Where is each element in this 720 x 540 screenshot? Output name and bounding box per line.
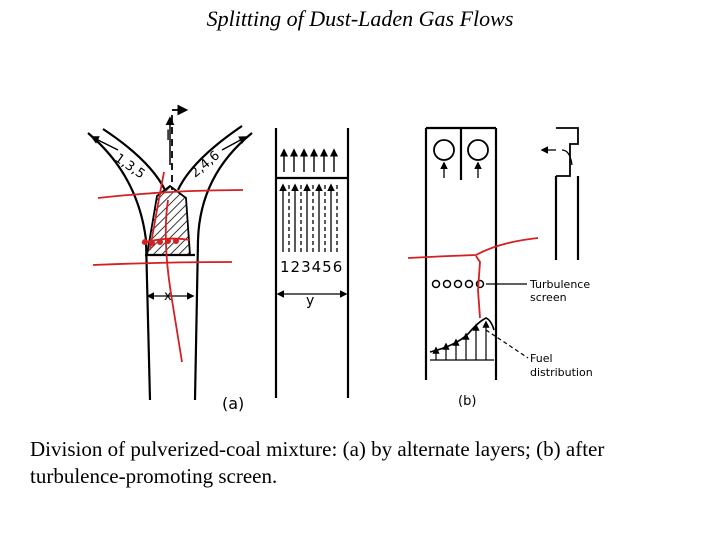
figure-caption: Division of pulverized-coal mixture: (a)… xyxy=(30,437,605,488)
red-annotations-b xyxy=(407,237,539,319)
fuel-label-2: distribution xyxy=(530,366,593,379)
section-label: I xyxy=(166,128,170,144)
figure-a-splitter xyxy=(87,104,253,401)
width-y-label: y xyxy=(306,293,314,309)
branch-left-label: 1,3,5 xyxy=(112,151,148,182)
panel-b-label: (b) xyxy=(458,394,476,409)
panel-a-label: (a) xyxy=(222,394,244,413)
page-title: Splitting of Dust-Laden Gas Flows xyxy=(206,6,514,31)
channel-numbers: 123456 xyxy=(280,258,343,276)
turbulence-label-1: Turbulence xyxy=(529,278,590,291)
figure-b-duct xyxy=(424,126,580,380)
figure: 1,3,5 2,4,6 I x (a) xyxy=(87,104,593,413)
turbulence-label-2: screen xyxy=(530,291,567,304)
fuel-label-1: Fuel xyxy=(530,352,553,365)
red-dots-a xyxy=(142,238,179,246)
red-annotations-a xyxy=(92,171,244,363)
width-x-label: x xyxy=(164,289,172,304)
figure-mid-channel xyxy=(274,128,350,398)
